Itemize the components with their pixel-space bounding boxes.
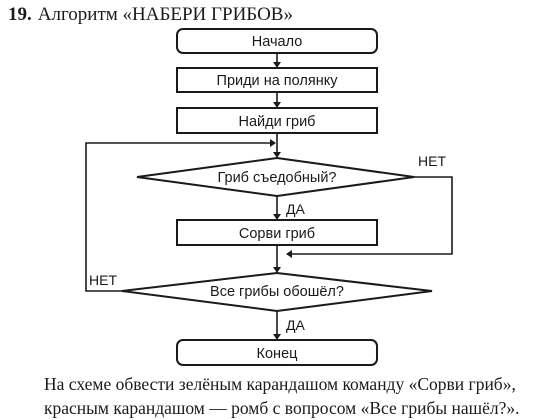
connector-decision2-no [85,142,270,292]
yes-label-2: ДА [286,317,305,333]
arrowhead [273,334,281,340]
arrowhead [286,250,292,258]
arrowhead [273,267,281,273]
arrowhead [273,152,281,158]
problem-number: 19. [8,4,32,25]
all-checked-label: Все грибы обошёл? [210,284,344,300]
go-to-glade-label: Приди на полянку [217,73,339,89]
find-mushroom-label: Найди гриб [239,114,316,130]
no-label-1: НЕТ [418,153,446,169]
problem-title: 19.Алгоритм «НАБЕРИ ГРИБОВ» [8,4,293,26]
instructions-line-2: красным карандашом — ромб с вопросом «Вс… [44,398,520,418]
arrowhead [273,62,281,68]
end-label: Конец [257,346,298,362]
instructions: На схеме обвести зелёным карандашом кома… [44,372,539,420]
problem-title-text: Алгоритм «НАБЕРИ ГРИБОВ» [37,4,293,25]
pick-mushroom-label: Сорви гриб [239,226,315,242]
start-label: Начало [252,34,303,50]
instructions-line-1: На схеме обвести зелёным карандашом кома… [44,374,516,394]
arrowhead [273,214,281,220]
no-label-2: НЕТ [89,272,117,288]
connector-decision1-no [290,176,453,255]
arrowhead [273,102,281,108]
process-find-mushroom [176,107,378,134]
is-edible-label: Гриб съедобный? [217,170,336,186]
yes-label-1: ДА [286,201,305,217]
end-terminator [176,339,378,366]
arrowhead [270,139,276,147]
